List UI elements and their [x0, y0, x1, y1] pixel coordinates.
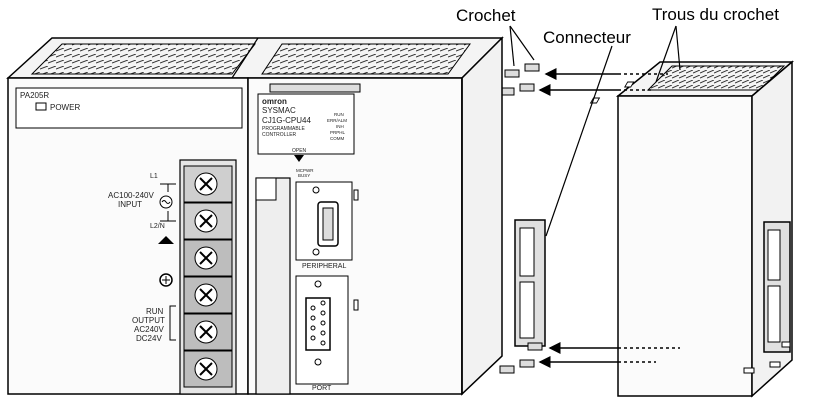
end-cover-front	[617, 95, 753, 397]
power-unit-model: PA205R	[20, 91, 49, 100]
rs232-port	[305, 297, 331, 351]
callout-leaders	[509, 25, 681, 237]
assembled-rack: PA205R POWER	[6, 36, 546, 396]
hook	[527, 342, 543, 351]
indicator-prphl: PRPHL	[330, 130, 346, 135]
terminal-label-l2n: L2/N	[150, 223, 165, 230]
ground-icon	[158, 236, 174, 287]
busy-label: BUSY	[298, 173, 310, 178]
cpu-model: CJ1G-CPU44	[262, 116, 311, 125]
ac-input-line2: INPUT	[118, 200, 142, 209]
power-unit-vents	[30, 43, 257, 75]
cpu-label-cover	[257, 93, 355, 155]
run-output-line2: OUTPUT	[132, 316, 165, 325]
callout-hook-holes: Trous du crochet	[652, 5, 779, 24]
hook	[519, 83, 535, 92]
hook	[499, 365, 515, 374]
mcpwr-label: MCPWR	[296, 168, 314, 173]
hook	[504, 69, 520, 78]
power-unit-label-panel	[15, 87, 243, 129]
run-output-line1: RUN	[146, 307, 164, 316]
rack-right-side	[461, 36, 503, 396]
hook-hole	[623, 81, 635, 88]
hook	[519, 359, 535, 368]
run-output-line3: AC240V	[134, 325, 164, 334]
open-label: OPEN	[292, 148, 307, 154]
hook-hole	[769, 361, 781, 368]
cpu-brand: omron	[262, 97, 287, 106]
memory-card-slot	[255, 177, 291, 395]
indicator-comm: COMM	[330, 136, 344, 141]
run-output-line4: DC24V	[136, 334, 162, 343]
callout-hook: Crochet	[456, 6, 516, 25]
cpu-description-line1: PROGRAMMABLE	[262, 126, 305, 132]
open-arrow-icon	[294, 155, 304, 162]
indicator-inh: INH	[336, 124, 344, 129]
indicator-err-alm: ERR/ALM	[327, 118, 347, 123]
cpu-description-line2: CONTROLLER	[262, 132, 297, 138]
peripheral-label: PERIPHERAL	[302, 263, 346, 270]
hook-hole	[743, 367, 755, 374]
port-label: PORT	[312, 385, 332, 392]
terminal-label-l1: L1	[150, 173, 158, 180]
assembly-arrows	[538, 68, 680, 368]
power-indicator-label: POWER	[50, 103, 80, 112]
hook-hole	[781, 341, 791, 348]
cpu-unit-vents	[261, 43, 471, 75]
callout-connector: Connecteur	[543, 28, 631, 47]
end-cover-unit	[589, 60, 795, 398]
power-indicator-led	[35, 102, 47, 111]
indicator-run: RUN	[334, 112, 344, 117]
cpu-series: SYSMAC	[262, 106, 296, 115]
terminal-block	[179, 159, 237, 395]
ac-input-line1: AC100-240V	[108, 191, 154, 200]
hook	[524, 63, 540, 72]
